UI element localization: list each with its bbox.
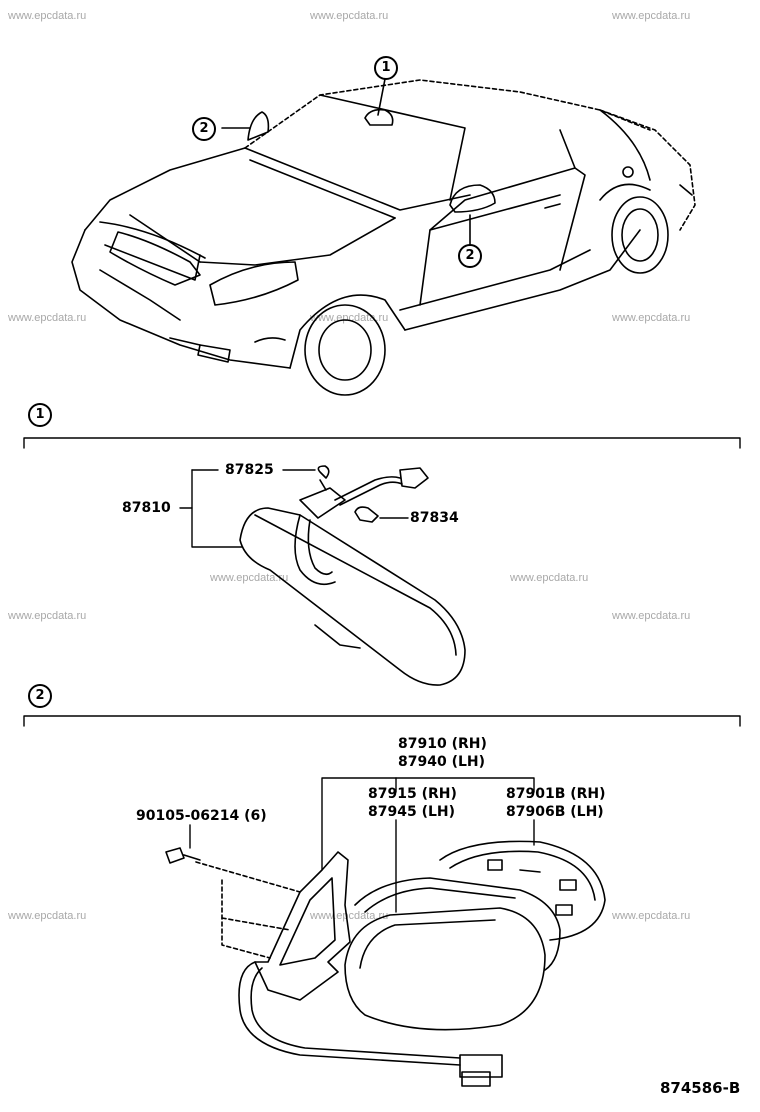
watermark: www.epcdata.ru — [210, 572, 289, 584]
car-illustration — [71, 79, 696, 396]
part-label-assembly-rh[interactable]: 87910 (RH) — [398, 736, 487, 752]
callout-inner-mirror[interactable]: 1 — [374, 56, 398, 80]
part-label-mirror-lh[interactable]: 87945 (LH) — [368, 804, 456, 820]
watermark: www.epcdata.ru — [612, 910, 691, 922]
watermark: www.epcdata.ru — [8, 312, 87, 324]
part-label-cover-lh[interactable]: 87906B (LH) — [506, 804, 604, 820]
section2-bracket — [23, 715, 741, 727]
part-label-87810[interactable]: 87810 — [122, 500, 171, 516]
watermark: www.epcdata.ru — [310, 312, 389, 324]
watermark: www.epcdata.ru — [310, 910, 389, 922]
watermark: www.epcdata.ru — [612, 610, 691, 622]
watermark: www.epcdata.ru — [8, 910, 87, 922]
section2-leaders — [189, 777, 535, 913]
part-label-87834[interactable]: 87834 — [410, 510, 459, 526]
section2-callout: 2 — [28, 684, 52, 708]
callout-outer-mirror-right[interactable]: 2 — [458, 244, 482, 268]
watermark: www.epcdata.ru — [8, 10, 87, 22]
part-label-mirror-rh[interactable]: 87915 (RH) — [368, 786, 457, 802]
watermark: www.epcdata.ru — [510, 572, 589, 584]
part-label-screw[interactable]: 90105-06214 (6) — [136, 808, 267, 824]
inner-mirror-illustration — [239, 465, 466, 686]
watermark: www.epcdata.ru — [310, 10, 389, 22]
outer-mirror-illustration — [165, 840, 606, 1087]
watermark: www.epcdata.ru — [8, 610, 87, 622]
part-label-87825[interactable]: 87825 — [225, 462, 274, 478]
watermark: www.epcdata.ru — [612, 312, 691, 324]
part-label-assembly-lh[interactable]: 87940 (LH) — [398, 754, 486, 770]
watermark: www.epcdata.ru — [612, 10, 691, 22]
part-label-cover-rh[interactable]: 87901B (RH) — [506, 786, 606, 802]
diagram-code: 874586-B — [660, 1079, 741, 1097]
callout-outer-mirror-left[interactable]: 2 — [192, 117, 216, 141]
section1-callout: 1 — [28, 403, 52, 427]
section1-leaders — [179, 469, 409, 548]
section1-bracket — [23, 437, 741, 449]
